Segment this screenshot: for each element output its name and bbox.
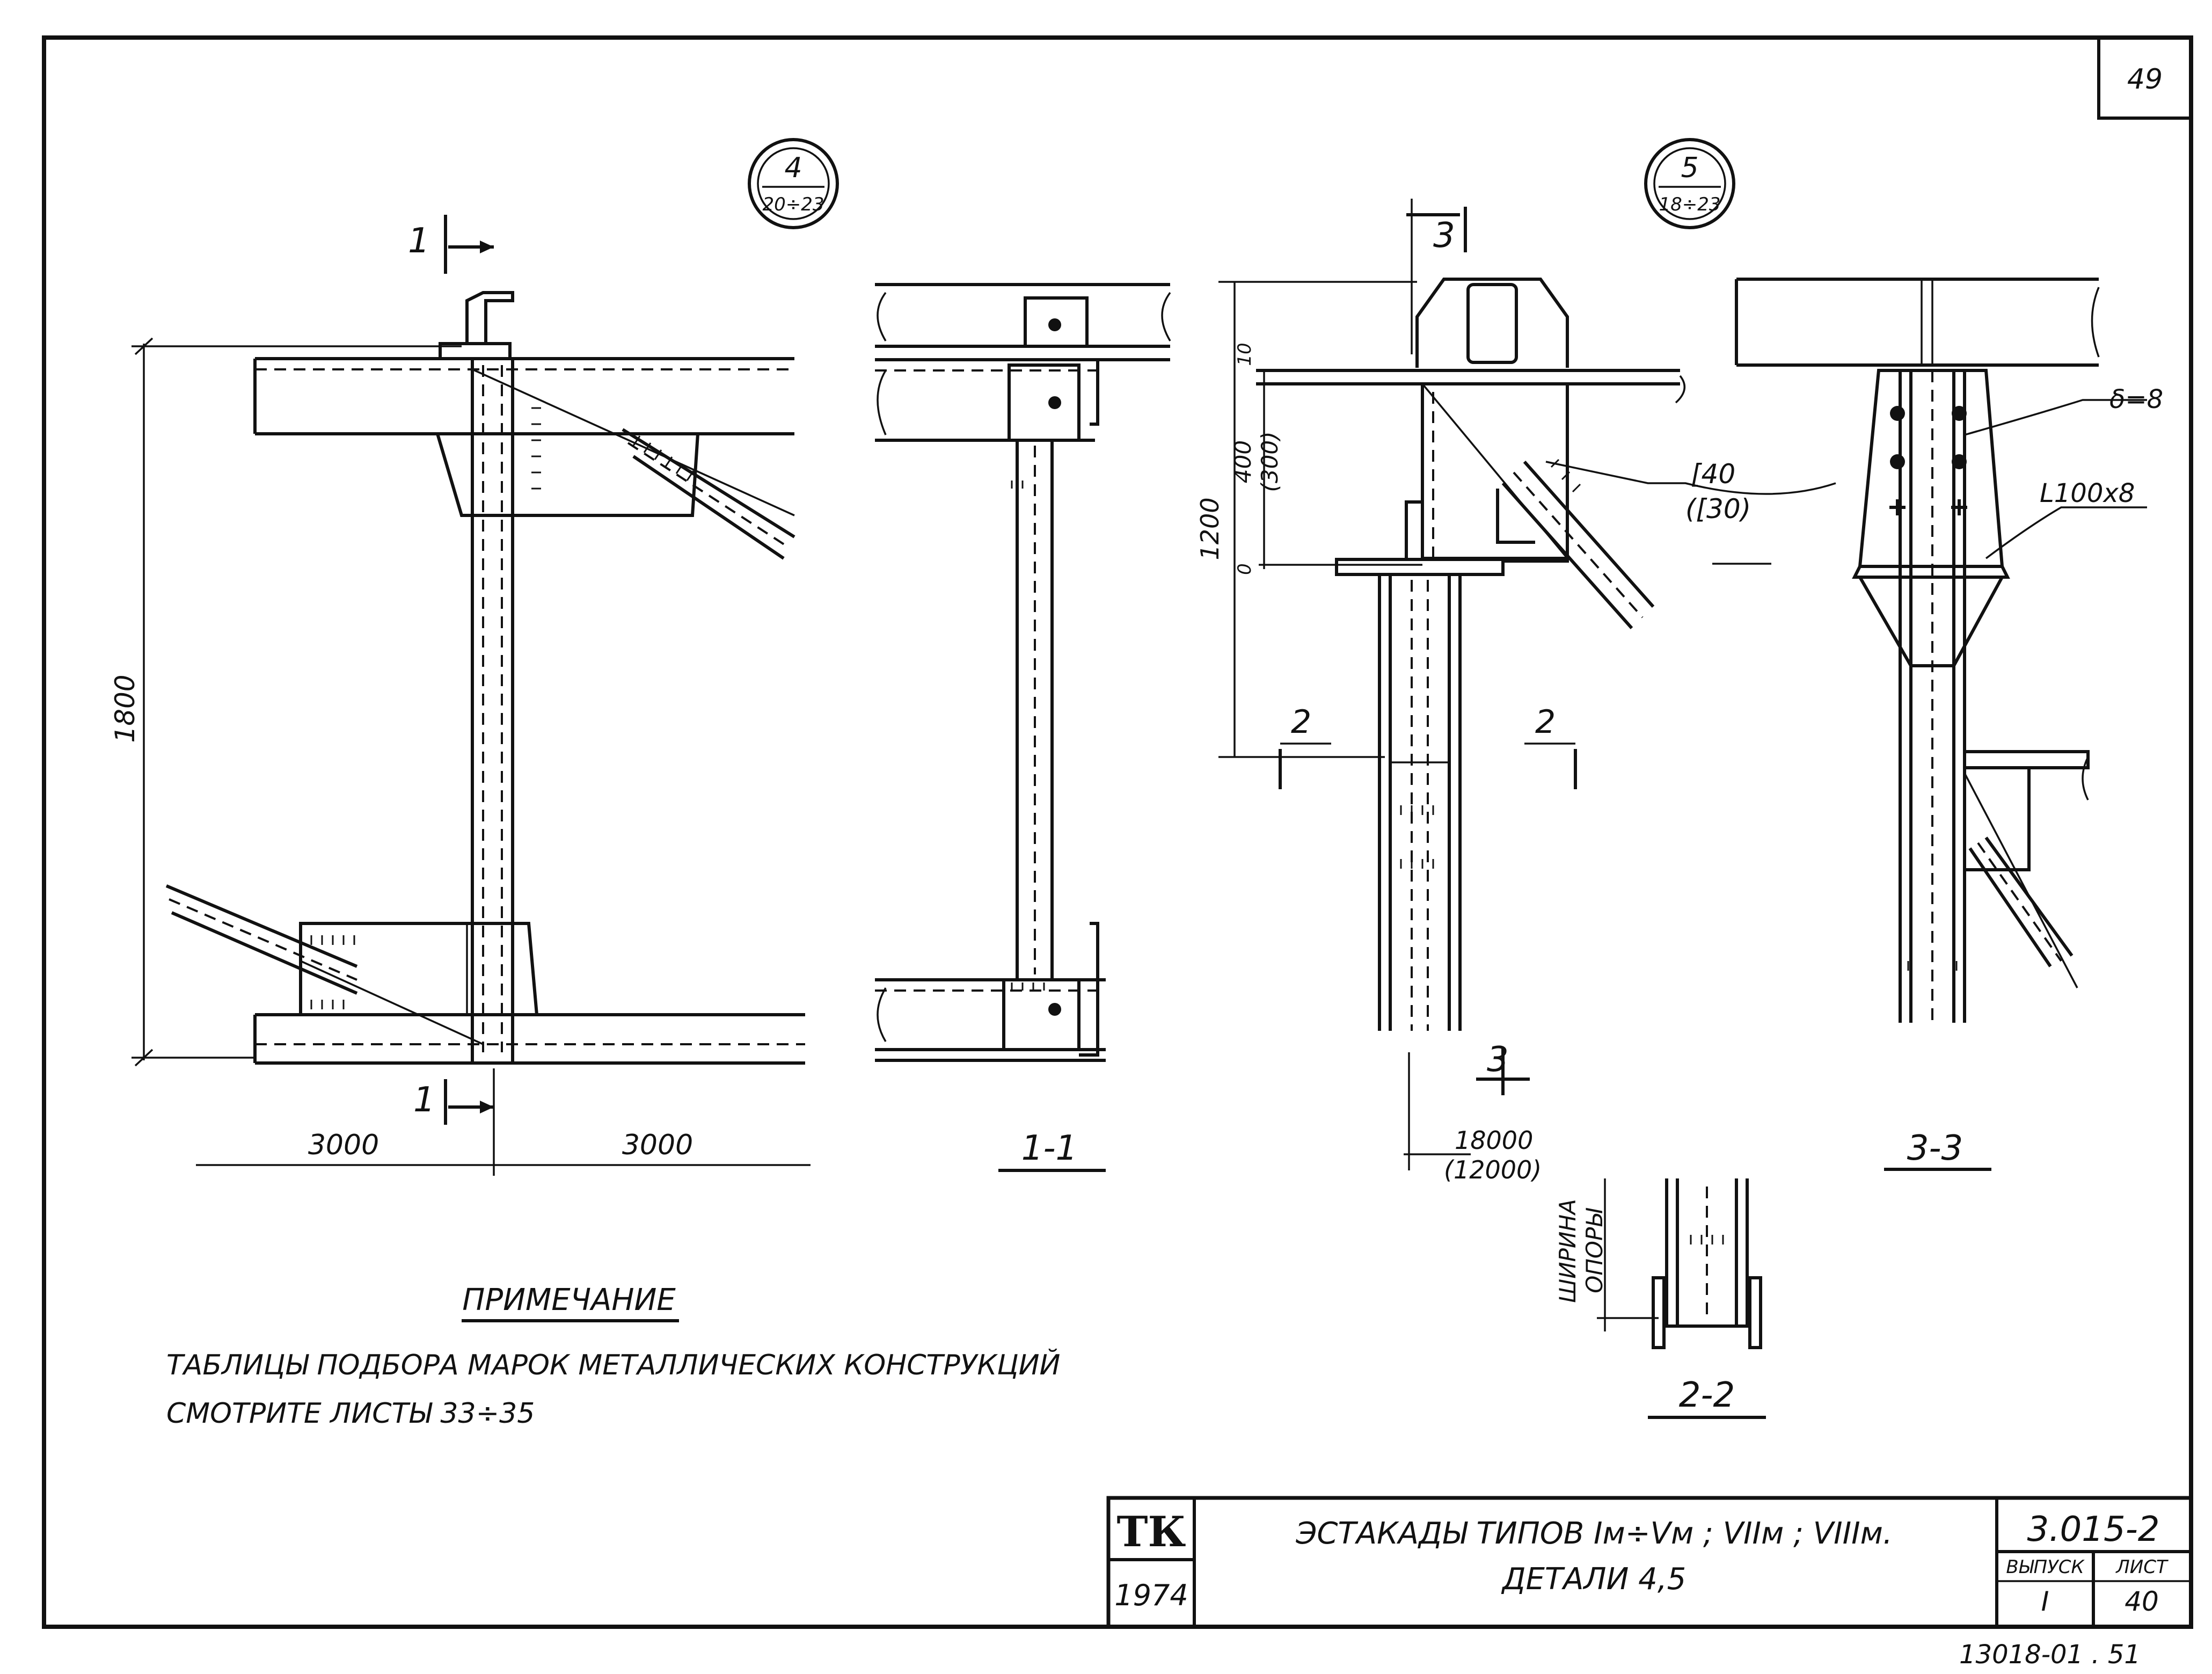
section-mark-3-top: 3 [1433, 216, 1455, 256]
section-3-3-title: 3-3 [1907, 1129, 1963, 1168]
section-mark-2-right: 2 [1535, 703, 1556, 741]
dim-low-0: 0 [1234, 563, 1255, 575]
channel-label: [40 [1691, 458, 1735, 490]
support-width-label-2: ОПОРЫ [1581, 1208, 1608, 1293]
callout-5-number: 5 [1681, 152, 1698, 184]
corner-number-box [2097, 36, 2193, 120]
doc-code: 3.015-2 [2027, 1510, 2159, 1549]
section-1-1-title: 1-1 [1021, 1129, 1078, 1168]
height-dim-1800: 1800 [109, 674, 141, 743]
issue-label: ВЫПУСК [2006, 1556, 2085, 1578]
view-section-3-3: δ=8 L100x8 3-3 [1712, 278, 2163, 1171]
view-section-2-2: ШИРИНА ОПОРЫ 2-2 [1554, 1178, 1766, 1419]
callout-detail-4: 4 20÷23 [748, 138, 839, 229]
angle-label: L100x8 [2040, 478, 2135, 508]
callout-4-sheets: 20÷23 [762, 194, 824, 215]
plate-label: δ=8 [2109, 384, 2163, 414]
width-dim: 18000 [1455, 1126, 1533, 1155]
logo-tk: ТК [1117, 1508, 1186, 1556]
dim-mid-300: (300) [1257, 432, 1283, 492]
sheet-frame [42, 35, 2193, 1629]
section-mark-3-bottom: 3 [1487, 1040, 1509, 1080]
height-dim-1200: 1200 [1195, 497, 1224, 560]
note-line-2: СМОТРИТЕ ЛИСТЫ 33÷35 [166, 1398, 535, 1430]
section-mark-2-left: 2 [1291, 703, 1311, 741]
callout-5-sheets: 18÷23 [1659, 194, 1720, 215]
note-line-1: ТАБЛИЦЫ ПОДБОРА МАРОК МЕТАЛЛИЧЕСКИХ КОНС… [166, 1349, 1060, 1381]
width-dim-alt: (12000) [1444, 1155, 1542, 1184]
title-line-2: ДЕТАЛИ 4,5 [1501, 1562, 1687, 1597]
view-detail-5-elevation: 10 400 (300) 0 1200 3 3 2 2 [40 ([30) 18… [1195, 199, 1836, 1184]
callout-4-number: 4 [784, 152, 802, 184]
view-section-1-1: 1-1 [875, 283, 1171, 1172]
corner-number: 49 [2127, 63, 2163, 96]
view-detail-4-elevation: 1 1 1800 3000 3000 [109, 215, 811, 1176]
section-mark-1-bottom: 1 [413, 1080, 435, 1120]
section-2-2-title: 2-2 [1679, 1375, 1735, 1415]
section-mark-1-top: 1 [408, 221, 430, 261]
sheet-label: ЛИСТ [2115, 1556, 2169, 1578]
span-right-3000: 3000 [622, 1129, 693, 1161]
channel-label-alt: ([30) [1685, 493, 1751, 525]
issue-value: I [2041, 1586, 2049, 1617]
span-left-3000: 3000 [308, 1129, 379, 1161]
note-heading: ПРИМЕЧАНИЕ [462, 1283, 676, 1318]
title-block: ТК 1974 ЭСТАКАДЫ ТИПОВ Iм÷Vм ; VIIм ; VI… [1106, 1496, 2193, 1629]
sheet-value: 40 [2125, 1586, 2159, 1617]
callout-detail-5: 5 18÷23 [1644, 138, 1735, 229]
dim-top-10: 10 [1234, 343, 1255, 366]
title-year: 1974 [1114, 1578, 1188, 1612]
support-width-label-1: ШИРИНА [1554, 1199, 1581, 1302]
title-line-1: ЭСТАКАДЫ ТИПОВ Iм÷Vм ; VIIм ; VIIIм. [1295, 1516, 1892, 1551]
note-block: ПРИМЕЧАНИЕ ТАБЛИЦЫ ПОДБОРА МАРОК МЕТАЛЛИ… [166, 1283, 1060, 1430]
inventory-number: 13018-01 . 51 [1959, 1640, 2141, 1670]
